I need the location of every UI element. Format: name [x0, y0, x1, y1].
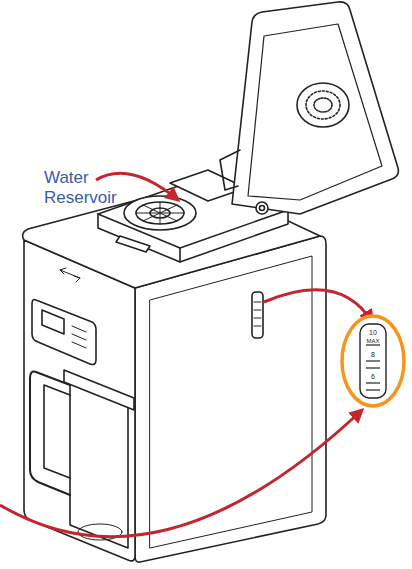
- zoom-outline: [340, 314, 406, 408]
- housing-corner: [179, 248, 181, 262]
- filter-handle: [116, 236, 150, 252]
- zoom-pointer: [0, 410, 362, 537]
- gauge-tick: [366, 344, 380, 345]
- zoom-callout: 10MAX 8 6: [340, 314, 406, 408]
- shower-head-holes: [306, 91, 340, 119]
- water-window: [252, 292, 263, 338]
- shower-head-outer: [297, 83, 349, 127]
- control-panel: [32, 300, 96, 365]
- filter-spokes: [136, 202, 184, 224]
- part-label: Water Reservoir: [44, 168, 128, 208]
- body-front: [24, 240, 135, 561]
- lid-tab: [220, 150, 240, 190]
- level-mark: 6: [360, 373, 386, 381]
- lid-hinge: [256, 202, 268, 214]
- level-mark: 10: [360, 329, 386, 337]
- panel-display: [42, 310, 64, 334]
- carafe-handle: [30, 372, 70, 495]
- lid: [232, 2, 398, 214]
- gauge-tick: [366, 382, 380, 383]
- gauge-tick: [366, 389, 380, 390]
- body-side: [135, 236, 326, 562]
- zoom-ellipse: [342, 316, 404, 406]
- slider-arrows: [60, 268, 80, 282]
- level-mark: MAX: [360, 337, 386, 345]
- level-mark: 8: [360, 351, 386, 359]
- shower-head-center: [314, 98, 332, 112]
- filter-ring: [136, 202, 184, 224]
- gauge-window: [360, 324, 386, 398]
- panel-buttons: [72, 326, 86, 348]
- carafe-lid: [64, 370, 134, 410]
- lid-hinge-pin: [260, 206, 265, 211]
- window-marks: [254, 302, 261, 326]
- filter-basket: [124, 196, 196, 230]
- window-pointer: [264, 290, 372, 322]
- carafe-handle-inner: [44, 385, 70, 478]
- gauge-tick: [366, 367, 380, 368]
- gauge-tick: [366, 360, 380, 361]
- lid-inner: [248, 24, 382, 200]
